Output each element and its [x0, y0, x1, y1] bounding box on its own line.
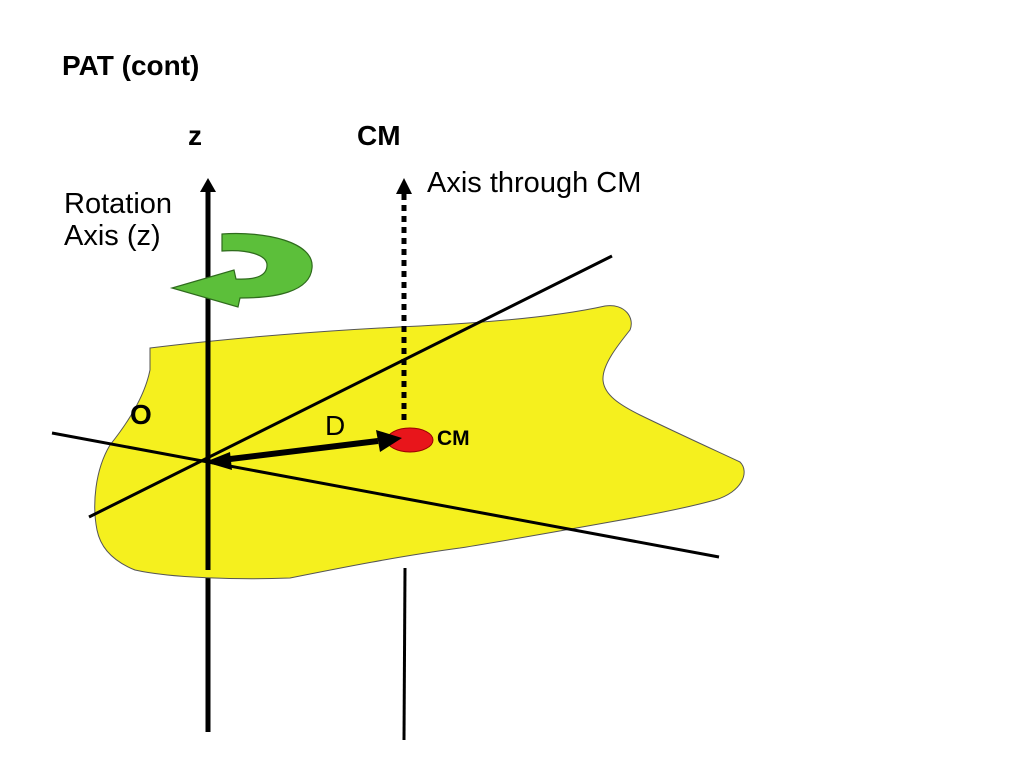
origin-label: O — [130, 399, 152, 430]
center-of-mass-label: CM — [437, 427, 470, 450]
distance-vector-head-cm — [376, 430, 402, 452]
distance-label: D — [325, 410, 346, 441]
distance-vector-head-origin — [205, 452, 232, 470]
slide-title: PAT (cont) — [62, 50, 200, 81]
z-axis-arrowhead — [200, 178, 216, 192]
plane-line-1 — [51, 431, 720, 559]
distance-vector-d — [221, 438, 379, 463]
cm-axis-arrowhead — [396, 178, 412, 194]
rotation-axis-label-line2: Axis (z) — [64, 220, 161, 253]
z-axis-label: z — [188, 120, 202, 151]
cm-axis-label: CM — [357, 120, 401, 151]
rotation-axis-label: Rotation Axis (z) — [64, 188, 172, 253]
rotation-arrow-icon — [169, 232, 313, 308]
cm-axis-lower — [402, 567, 407, 741]
axis-through-cm-label: Axis through CM — [427, 167, 642, 199]
plane-line-2 — [88, 254, 613, 519]
rotation-axis-label-line1: Rotation — [64, 188, 173, 220]
